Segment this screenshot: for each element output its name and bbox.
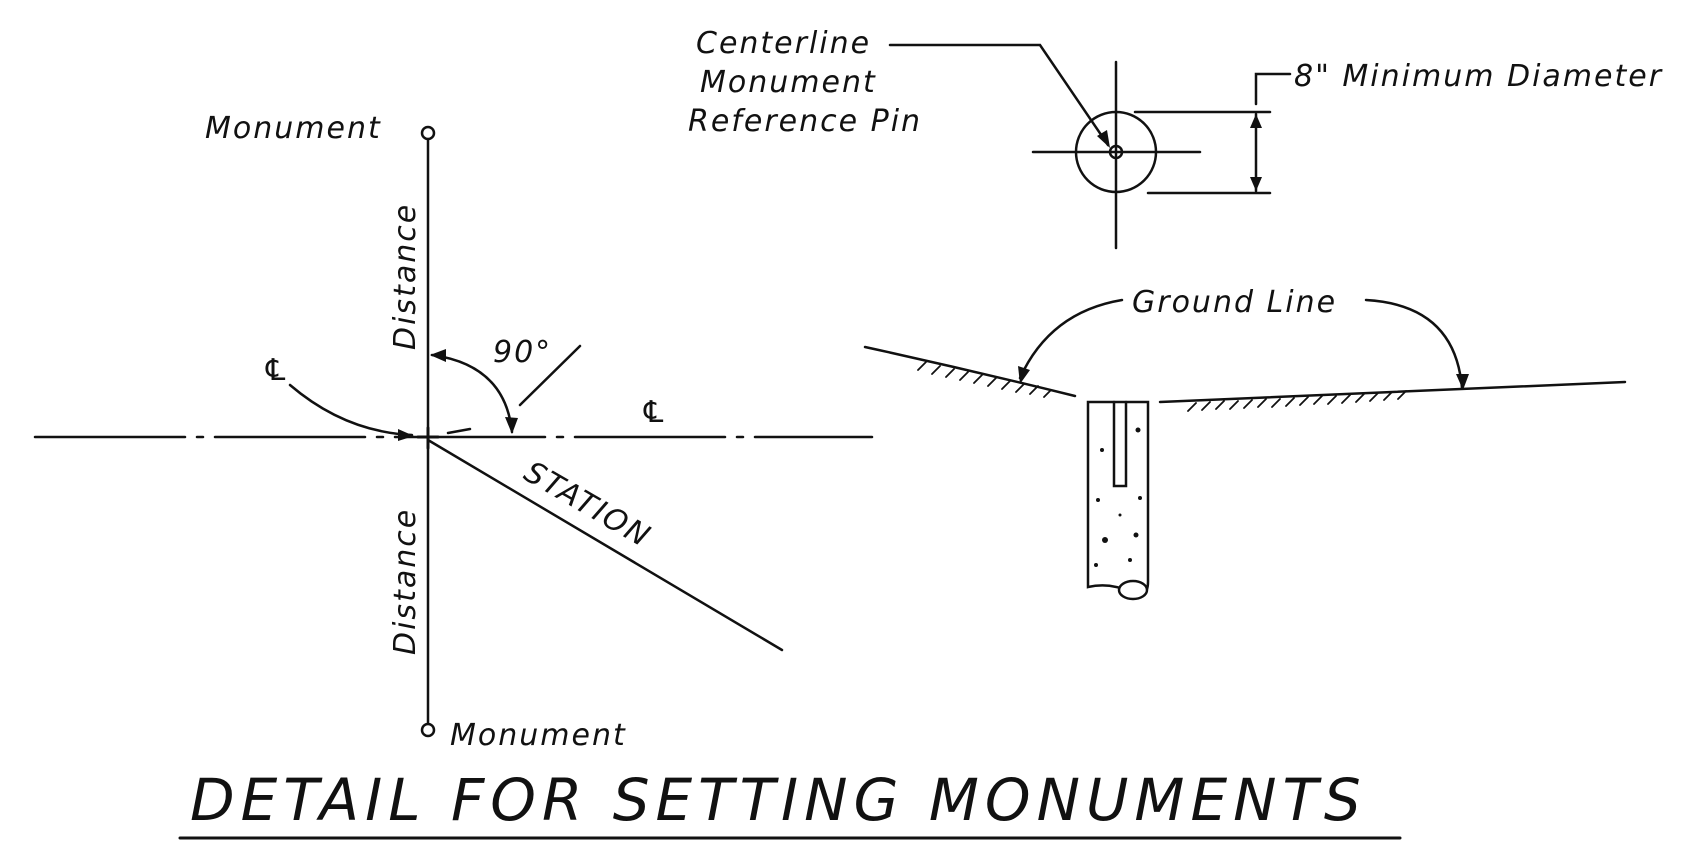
ground-hatch-right [1187, 390, 1407, 412]
monument-bottom-label: Monument [450, 718, 627, 753]
monument-break-symbol [1117, 579, 1149, 601]
monument-reference-pin [1112, 400, 1128, 488]
diameter-label: 8" Minimum Diameter [1294, 59, 1663, 94]
right-angle-arrow-top [430, 349, 446, 362]
pin-callout-line2: Monument [700, 65, 877, 100]
right-angle-arrow-bottom [505, 417, 518, 434]
angle-label: 90° [493, 335, 552, 370]
centerline-symbol-left: ℄ [262, 353, 291, 388]
pin-callout-leader [888, 43, 1110, 147]
angle-leader [518, 344, 582, 407]
ground-line-left [863, 345, 1077, 398]
plan-view: Monument Monument Distance Distance 90° … [33, 111, 874, 753]
centerline-leader-arc [288, 383, 414, 437]
angle-base-tick [446, 427, 472, 435]
pin-callout-line3: Reference Pin [688, 104, 922, 139]
monument-bottom-marker [420, 722, 436, 738]
pin-callout-arrow [1097, 130, 1110, 148]
ground-hatch-left [917, 361, 1051, 398]
ground-line-leader [1018, 298, 1464, 390]
monument-top-label: Monument [205, 111, 382, 146]
section-view: Ground Line [863, 285, 1627, 601]
ground-line-label: Ground Line [1132, 285, 1337, 320]
diameter-arrow-top [1250, 114, 1262, 128]
monument-top-marker [420, 125, 436, 141]
distance-upper-label: Distance [388, 203, 423, 350]
distance-lower-label: Distance [388, 508, 423, 655]
diameter-leader [1254, 72, 1292, 106]
station-line [426, 438, 784, 652]
centerline-leader-arrow [398, 429, 414, 441]
diameter-arrow-bottom [1250, 177, 1262, 191]
intersection-mark [416, 426, 440, 450]
drawing-title: DETAIL FOR SETTING MONUMENTS [190, 766, 1367, 834]
pin-callout-line1: Centerline [696, 26, 871, 61]
ground-leader-arrow-right [1456, 374, 1469, 390]
centerline-symbol-right: ℄ [640, 395, 669, 430]
ground-leader-arrow-left [1018, 366, 1030, 384]
pin-plan-view: Centerline Monument Reference Pin 8" Min… [688, 26, 1663, 250]
concrete-texture [1094, 427, 1142, 567]
